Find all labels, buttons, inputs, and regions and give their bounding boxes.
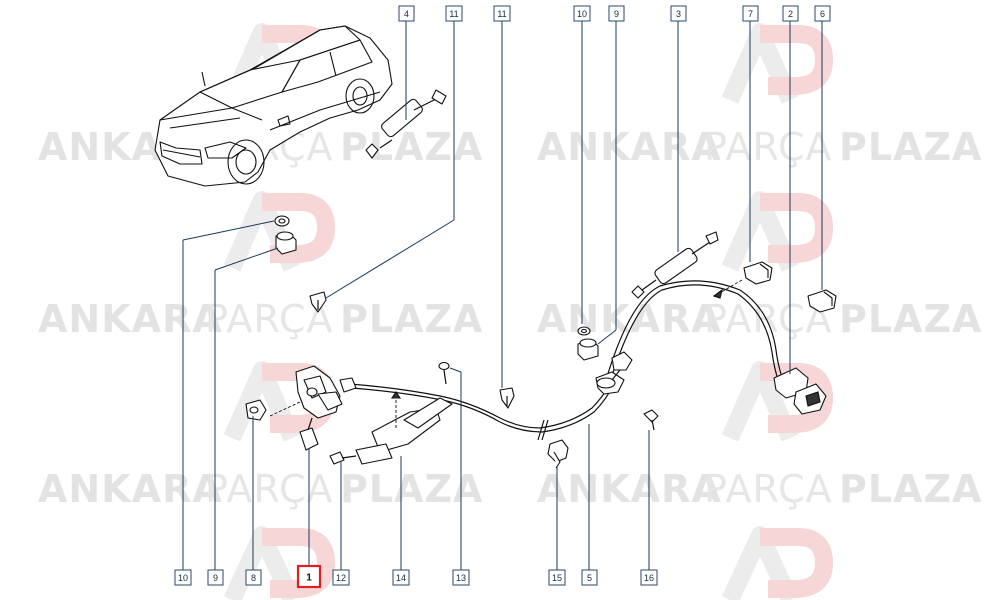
- callout-11[interactable]: 11: [493, 5, 511, 22]
- hood-lock-icon: [269, 365, 343, 451]
- clip-icon: [438, 361, 450, 385]
- callout-8[interactable]: 8: [245, 569, 262, 586]
- watermark-word: PARÇA: [704, 467, 833, 511]
- callout-label: 9: [614, 9, 619, 19]
- callout-label: 10: [577, 9, 587, 19]
- callout-label: 2: [788, 9, 793, 19]
- watermark-row: ANKARA PARÇA PLAZA ANKARA PARÇA PLAZA: [38, 125, 982, 169]
- callout-label: 13: [456, 573, 466, 583]
- callout-9[interactable]: 9: [207, 569, 224, 586]
- leader-lines: [182, 21, 823, 570]
- clip-icon: [329, 451, 357, 465]
- watermark-word: PLAZA: [839, 297, 982, 341]
- callout-label: 8: [251, 573, 256, 583]
- watermark-word: PLAZA: [839, 467, 982, 511]
- watermark-word: PLAZA: [340, 125, 483, 169]
- gas-strut-icon: [365, 89, 447, 159]
- watermark-word: ANKARA: [537, 125, 722, 169]
- watermark-row: ANKARA PARÇA PLAZA ANKARA PARÇA PLAZA: [38, 467, 982, 511]
- watermark-word: PLAZA: [340, 297, 483, 341]
- callout-label: 11: [497, 9, 506, 19]
- watermark-word: PARÇA: [704, 125, 833, 169]
- watermark-word: PARÇA: [205, 467, 334, 511]
- callout-label: 10: [178, 573, 188, 583]
- callout-label: 12: [336, 573, 346, 583]
- clip-icon: [309, 291, 327, 313]
- callout-4[interactable]: 4: [398, 5, 415, 22]
- release-cable-icon: [339, 351, 633, 441]
- watermark-logo: [721, 23, 833, 104]
- callout-label: 7: [748, 9, 753, 19]
- callout-6[interactable]: 6: [814, 5, 831, 22]
- callout-15[interactable]: 15: [548, 569, 566, 586]
- watermark-word: ANKARA: [537, 467, 722, 511]
- callout-label: 9: [213, 573, 218, 583]
- grommet-icon: [245, 399, 267, 421]
- callout-1-highlighted[interactable]: 1: [296, 564, 322, 589]
- callout-label: 5: [587, 573, 592, 583]
- callout-12[interactable]: 12: [332, 569, 350, 586]
- release-cable-icon: [605, 280, 827, 415]
- callout-label: 4: [404, 9, 409, 19]
- callout-label: 14: [396, 573, 406, 583]
- watermark-word: PARÇA: [205, 297, 334, 341]
- callout-5[interactable]: 5: [581, 569, 598, 586]
- watermark-word: PLAZA: [340, 467, 483, 511]
- watermark-word: PLAZA: [839, 125, 982, 169]
- callout-label: 3: [676, 9, 681, 19]
- clip-icon: [807, 289, 837, 313]
- callout-label: 11: [449, 9, 458, 19]
- callout-7[interactable]: 7: [742, 5, 759, 22]
- gas-strut-icon: [631, 231, 719, 299]
- grommet-icon: [577, 338, 599, 361]
- callout-label: 6: [820, 9, 825, 19]
- grommet-icon: [577, 326, 591, 336]
- callout-9[interactable]: 9: [608, 5, 625, 22]
- watermark-row: ANKARA PARÇA PLAZA ANKARA PARÇA PLAZA: [38, 297, 982, 341]
- watermark-word: ANKARA: [38, 467, 223, 511]
- callout-label: 15: [552, 573, 562, 583]
- callout-16[interactable]: 16: [640, 569, 658, 586]
- clip-icon: [547, 439, 569, 469]
- callout-10[interactable]: 10: [573, 5, 591, 22]
- release-handle-icon: [355, 391, 453, 465]
- callout-10[interactable]: 10: [174, 569, 192, 586]
- grommet-icon: [275, 231, 297, 255]
- watermark-word: ANKARA: [537, 297, 722, 341]
- clip-icon: [499, 387, 515, 409]
- callout-label: 1: [306, 573, 312, 584]
- watermark-logo: [721, 191, 833, 272]
- callout-14[interactable]: 14: [392, 569, 410, 586]
- callout-label: 16: [644, 573, 654, 583]
- clip-icon: [743, 261, 773, 285]
- watermark-logo: [721, 526, 833, 600]
- callout-13[interactable]: 13: [452, 569, 470, 586]
- callout-2[interactable]: 2: [782, 5, 799, 22]
- clip-icon: [643, 409, 659, 431]
- grommet-icon: [274, 215, 290, 227]
- callout-3[interactable]: 3: [670, 5, 687, 22]
- callout-11[interactable]: 11: [445, 5, 463, 22]
- car-illustration-icon: [154, 25, 393, 187]
- watermark-word: ANKARA: [38, 297, 223, 341]
